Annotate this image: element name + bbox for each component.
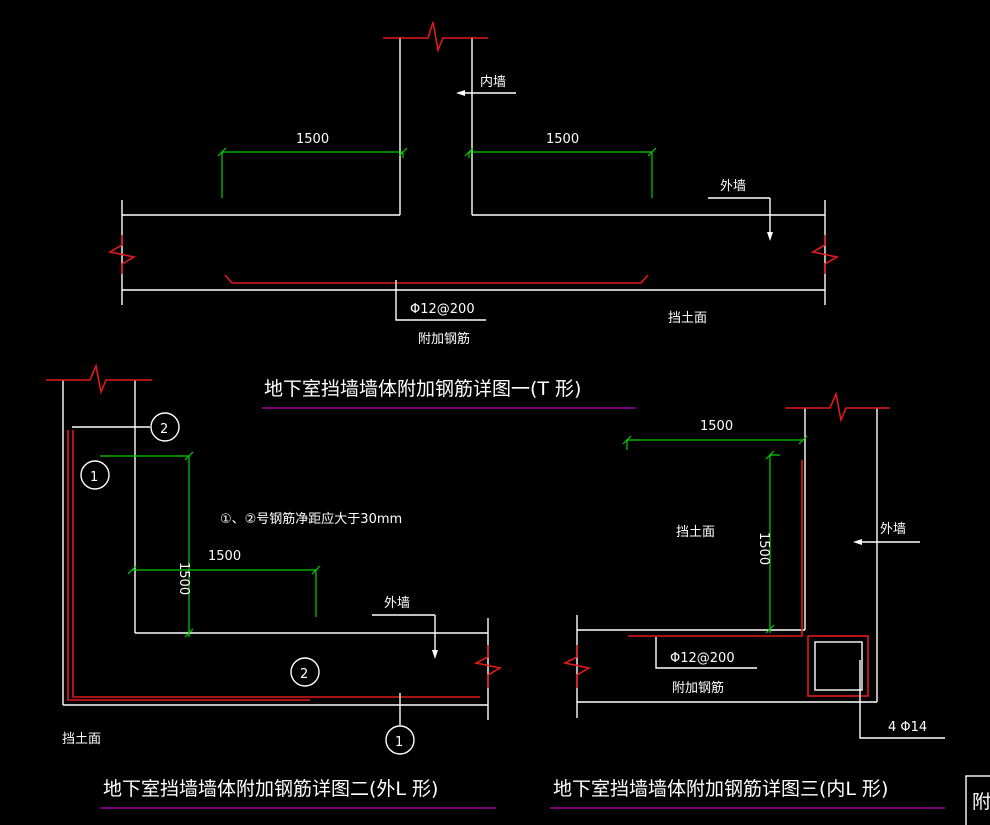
rebar-2	[67, 430, 310, 701]
edge-text: 附	[972, 791, 990, 813]
break-left-symbol	[562, 645, 592, 688]
wall-break-symbol	[383, 21, 488, 53]
corner-bars-label: 4 Φ14	[888, 720, 927, 735]
outer-wall-arrow	[767, 232, 773, 241]
rebar-leader	[655, 637, 757, 669]
dim-tick-right	[464, 147, 657, 157]
break-top-symbol	[785, 391, 890, 423]
figure1-t-junction: 1500 1500 内墙 外墙 Φ12@200 附加钢筋 挡土面 地下室挡墙墙体…	[107, 21, 840, 409]
rebar-1	[72, 430, 480, 698]
rebar-note: 附加钢筋	[418, 331, 470, 347]
inner-wall-arrow	[456, 90, 465, 96]
dim-horizontal-ticks	[127, 565, 321, 575]
additional-rebar	[224, 274, 649, 284]
dim-left-label: 1500	[296, 132, 329, 147]
retaining-face-label: 挡土面	[62, 732, 101, 747]
figure1-title: 地下室挡墙墙体附加钢筋详图一(T 形)	[264, 378, 581, 400]
dim-vertical-ticks	[765, 450, 775, 634]
rebar-leader	[395, 280, 486, 321]
marker1-circle-bottom	[385, 725, 415, 755]
figure3-inner-l: 1500 1500 挡土面 外墙 Φ12@200 附加钢筋 4 Φ14 地下室挡…	[550, 391, 945, 809]
marker1-circle-top	[80, 460, 110, 490]
outer-wall-label: 外墙	[880, 522, 906, 537]
figure3-title: 地下室挡墙墙体附加钢筋详图三(内L 形)	[553, 778, 888, 800]
figure2-outer-l: 2 1 2 1 1500 1500 ①、②号钢筋净距应大于30mm 外墙 挡土面…	[46, 363, 503, 809]
outer-wall-arrow	[853, 539, 862, 545]
dim-vertical-line	[100, 455, 190, 637]
dim-horizontal-ticks	[622, 435, 808, 445]
break-left-symbol	[107, 235, 137, 274]
dim-right-label: 1500	[546, 132, 579, 147]
inner-wall-label: 内墙	[480, 74, 506, 90]
outer-wall-label: 外墙	[720, 179, 746, 194]
break-right-symbol	[473, 645, 503, 688]
marker2-label-bottom: 2	[300, 667, 308, 682]
additional-rebar	[628, 460, 803, 637]
break-top-symbol	[46, 363, 152, 395]
dim-horizontal-line	[626, 439, 803, 450]
dim-line-right	[468, 151, 653, 198]
retaining-face-label: 挡土面	[676, 525, 715, 540]
rebar-spec: Φ12@200	[670, 651, 735, 666]
edge-text-box	[965, 775, 990, 825]
break-right-symbol	[810, 235, 840, 274]
dim-horizontal-label: 1500	[208, 549, 241, 564]
outer-wall-label: 外墙	[384, 596, 410, 611]
dim-vertical-ticks	[184, 451, 194, 638]
dim-line-left	[221, 151, 404, 198]
retaining-face-label: 挡土面	[668, 311, 707, 326]
marker1-label-bottom: 1	[395, 735, 403, 750]
dim-tick-left	[217, 147, 408, 157]
marker2-label-top: 2	[160, 422, 168, 437]
marker1-label-top: 1	[90, 470, 98, 485]
corner-bars-leader	[859, 660, 945, 739]
dim-horizontal-line	[132, 569, 317, 617]
spacing-note: ①、②号钢筋净距应大于30mm	[220, 511, 402, 527]
corner-column-outline	[807, 635, 869, 697]
rebar-spec: Φ12@200	[410, 302, 475, 317]
rebar-note: 附加钢筋	[672, 680, 724, 696]
outer-wall-arrow	[432, 650, 438, 659]
dim-vertical-label: 1500	[176, 562, 191, 595]
marker2-circle-bottom	[290, 657, 320, 687]
marker2-circle-top	[150, 412, 180, 442]
dim-vertical-label: 1500	[756, 532, 771, 565]
dim-horizontal-label: 1500	[700, 419, 733, 434]
figure2-title: 地下室挡墙墙体附加钢筋详图二(外L 形)	[103, 778, 438, 800]
corner-column-core	[814, 641, 863, 691]
